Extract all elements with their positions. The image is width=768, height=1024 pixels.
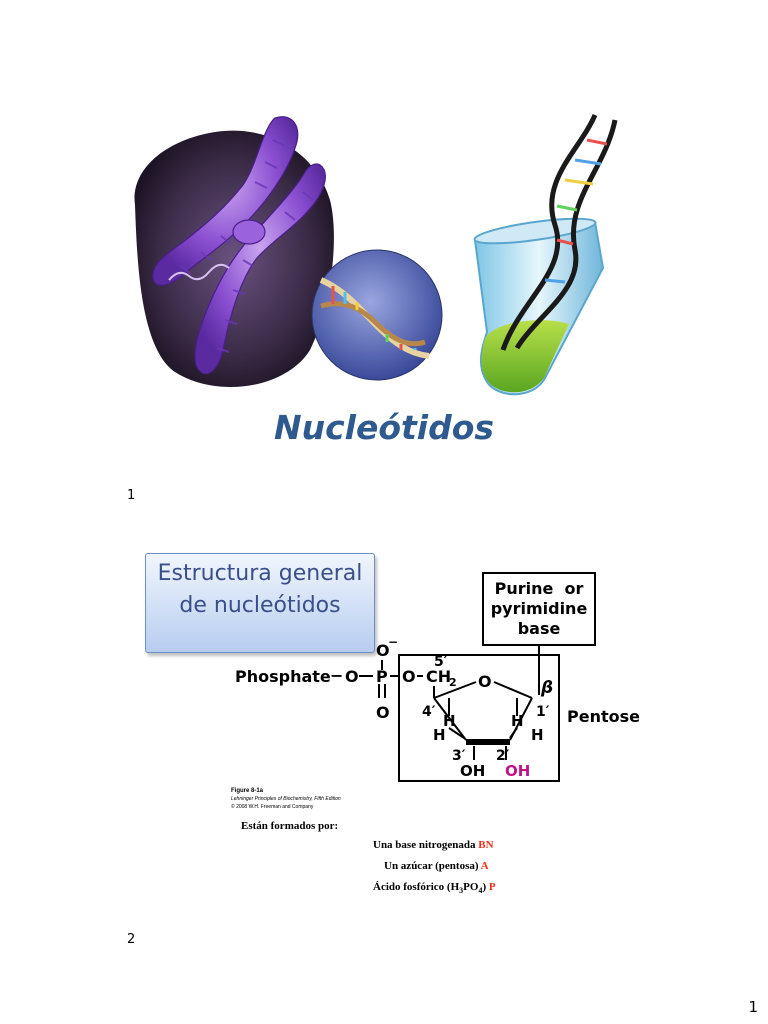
phosphate-o-left: O bbox=[345, 667, 359, 686]
ester-o: O bbox=[402, 667, 416, 686]
figure-book: Lehninger Principles of Biochemistry, Fi… bbox=[231, 796, 341, 802]
callout-line-1: Estructura general bbox=[157, 561, 363, 586]
pentose-box bbox=[398, 654, 560, 782]
slide-title: Nucleótidos bbox=[273, 408, 495, 447]
phosphorus-atom: P bbox=[376, 667, 388, 686]
carbon-1-label: 1′ bbox=[536, 704, 550, 720]
h-1-down: H bbox=[531, 726, 544, 744]
composition-item-p: Ácido fosfórico (H3PO4) P bbox=[373, 881, 496, 896]
figure-credit: Figure 8-1a Lehninger Principles of Bioc… bbox=[231, 787, 431, 811]
page-number: 1 bbox=[748, 998, 758, 1016]
h-1-up: H bbox=[511, 712, 524, 730]
beta-label: β bbox=[540, 678, 553, 698]
figure-number: Figure 8-1a bbox=[231, 788, 264, 794]
chromosome-coil bbox=[168, 263, 230, 281]
oh-2-highlight: OH bbox=[505, 762, 530, 780]
test-tube-image bbox=[473, 114, 618, 396]
pentose-label: Pentose bbox=[567, 707, 640, 726]
base-line-1: Purine or bbox=[495, 579, 584, 598]
abbr-a: A bbox=[480, 860, 489, 872]
phosphate-o-top: O bbox=[376, 641, 390, 660]
composition-heading: Están formados por: bbox=[241, 820, 339, 832]
chromosome-bands bbox=[180, 139, 314, 353]
ring-oxygen: O bbox=[478, 672, 492, 691]
ribose-ring bbox=[433, 681, 533, 760]
composition-item-bn: Una base nitrogenada BN bbox=[373, 839, 494, 851]
abbr-p: P bbox=[488, 881, 496, 893]
carbon-5-label: 5′ bbox=[434, 654, 448, 670]
callout-line-2: de nucleótidos bbox=[179, 593, 341, 618]
phosphate-o-bottom: O bbox=[376, 703, 390, 722]
dna-circle-image bbox=[311, 249, 443, 381]
composition-item-a: Un azúcar (pentosa) A bbox=[384, 860, 489, 872]
structure-callout: Estructura general de nucleótidos bbox=[145, 553, 375, 653]
figure-copyright: © 2008 W.H. Freeman and Company bbox=[231, 804, 314, 810]
h-4-down: H bbox=[433, 726, 446, 744]
nucleotide-structure-diagram: Purine or pyrimidine base Phosphate − O … bbox=[235, 572, 640, 782]
base-line-2: pyrimidine bbox=[491, 599, 588, 618]
slide-number-2: 2 bbox=[127, 932, 136, 947]
carbon-2-label: 2′ bbox=[496, 748, 510, 764]
oh-3: OH bbox=[460, 762, 485, 780]
phosphate-minus: − bbox=[330, 666, 343, 685]
h-4-up: H bbox=[443, 712, 456, 730]
abbr-bn: BN bbox=[478, 839, 494, 851]
carbon-3-label: 3′ bbox=[452, 748, 466, 764]
base-line-3: base bbox=[518, 619, 561, 638]
slide-number-1: 1 bbox=[127, 488, 136, 503]
carbon-4-label: 4′ bbox=[422, 704, 436, 720]
phosphate-label: Phosphate bbox=[235, 667, 331, 686]
ch2-group: CH bbox=[426, 667, 451, 686]
ch2-subscript: 2 bbox=[449, 676, 457, 689]
phosphate-o-top-charge: − bbox=[388, 635, 398, 649]
hero-illustration bbox=[134, 114, 618, 396]
